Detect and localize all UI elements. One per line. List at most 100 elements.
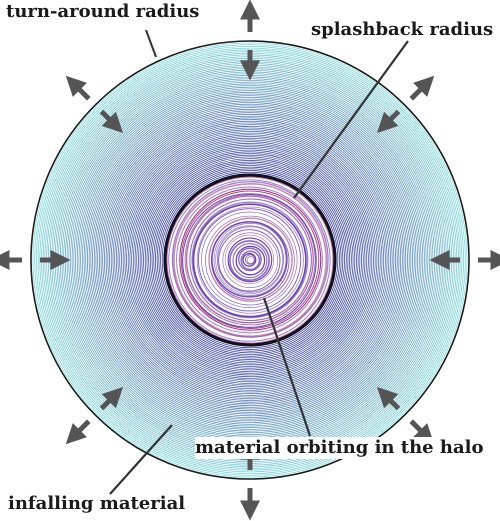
infalling-shell [35, 45, 465, 475]
infalling-shell [97, 107, 403, 413]
orbiting-shell [208, 217, 293, 302]
orbiting-shell [222, 232, 279, 288]
arrow-inward-icon [99, 386, 124, 411]
orbiting-shell [242, 252, 257, 267]
infalling-shell [144, 154, 356, 366]
orbiting-shell [224, 234, 275, 285]
orbiting-shell [180, 190, 320, 330]
infalling-shell [139, 149, 361, 371]
arrow-outward-icon [409, 419, 435, 445]
infalling-shell [141, 151, 359, 369]
orbiting-shell [166, 176, 334, 344]
orbiting-shell [182, 193, 317, 328]
turnaround-radius-circle [30, 40, 470, 480]
splashback-radius-label: splashback radius [311, 19, 494, 40]
orbiting-shell [196, 206, 304, 314]
infalling-shell [73, 83, 427, 437]
infalling-shell [137, 147, 362, 372]
infalling-shell [75, 85, 425, 435]
orbiting-shell [192, 203, 307, 318]
infalling-shell [102, 112, 398, 408]
orbiting-shell [246, 256, 255, 264]
infalling-shell [32, 42, 468, 478]
infalling-shell [158, 168, 342, 352]
infalling-shell [92, 102, 408, 418]
infalling-shell [124, 134, 376, 386]
infalling-shell [120, 130, 380, 390]
orbiting-shell [184, 194, 316, 326]
infalling-shell [114, 124, 386, 396]
infalling-shell [146, 156, 354, 364]
orbiting-shell [189, 198, 312, 322]
infalling-shell [110, 120, 390, 400]
label-pointer-lines [109, 29, 409, 495]
infalling-shell [76, 86, 424, 434]
orbiting-shell [205, 215, 295, 306]
infalling-shell [134, 144, 366, 376]
orbiting-shell [240, 250, 261, 271]
infalling-shell [88, 98, 412, 422]
orbiting-material-rings [166, 176, 334, 344]
infalling-shell [107, 117, 393, 403]
orbiting-shell [227, 237, 273, 283]
orbiting-shell [218, 229, 281, 292]
pointer-orbiting [262, 297, 312, 437]
arrow-inward-icon [99, 109, 124, 134]
arrow-inward-icon [376, 386, 401, 411]
orbiting-shell [179, 188, 322, 331]
infalling-shell [143, 153, 357, 367]
infalling-shell [119, 129, 381, 391]
pointer-splashback [293, 40, 409, 199]
orbiting-shell [244, 254, 256, 265]
infalling-shell [115, 125, 385, 395]
orbiting-shell [191, 201, 309, 319]
infalling-shell [127, 137, 373, 383]
infalling-shell [154, 164, 345, 355]
orbiting-shell [238, 247, 262, 272]
pointer-infalling [109, 424, 173, 495]
infalling-shell [160, 170, 340, 350]
orbiting-material-label: material orbiting in the halo [195, 437, 484, 459]
infalling-shell [34, 44, 466, 476]
infalling-shell [161, 171, 339, 349]
infalling-shell [132, 142, 368, 378]
infalling-shell [153, 163, 347, 357]
infalling-shell [129, 139, 371, 381]
infalling-shell [86, 96, 414, 424]
arrow-outward-icon [65, 419, 91, 445]
infalling-shell [80, 90, 420, 430]
orbiting-shell [215, 225, 285, 295]
infalling-shell [81, 91, 419, 429]
orbiting-shell [201, 211, 298, 308]
infalling-shell [37, 47, 463, 473]
infalling-material-label: infalling material [8, 493, 186, 514]
infalling-shell [39, 49, 461, 471]
orbiting-shell [198, 208, 302, 312]
orbiting-shell [173, 182, 328, 338]
orbiting-shell [216, 226, 284, 293]
infalling-shell [100, 110, 400, 410]
orbiting-shell [229, 240, 270, 282]
infalling-shell [131, 141, 369, 379]
orbiting-shell [171, 180, 329, 338]
orbiting-shell [211, 221, 288, 298]
infalling-shell [78, 88, 422, 432]
infalling-shell [156, 166, 344, 354]
infalling-shell [105, 115, 395, 405]
infalling-shell [83, 93, 417, 427]
infalling-shell [149, 159, 351, 361]
infalling-shell [136, 146, 364, 374]
pointer-turnaround [145, 29, 157, 58]
infalling-shell [112, 122, 388, 398]
infalling-shell [103, 113, 397, 407]
infalling-shell [85, 95, 415, 425]
orbiting-shell [176, 186, 323, 334]
infalling-shell [109, 119, 391, 401]
turnaround-radius-label: turn-around radius [6, 1, 200, 22]
arrow-inward-icon [376, 109, 401, 134]
infalling-shell [126, 136, 374, 384]
splashback-radius-circle [163, 173, 337, 347]
